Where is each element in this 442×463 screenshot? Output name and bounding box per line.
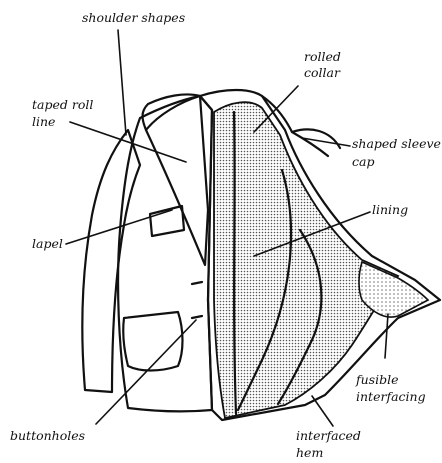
lower-pocket bbox=[123, 312, 182, 371]
label-taped-roll-line-line2: line bbox=[32, 114, 55, 129]
label-interfaced-hem-line2: hem bbox=[296, 445, 323, 460]
sleeve-cap bbox=[292, 129, 340, 148]
buttonhole-2 bbox=[192, 316, 202, 318]
label-fusible-interfacing-line2: interfacing bbox=[356, 389, 426, 404]
leader-interfaced-hem bbox=[312, 396, 333, 426]
leader-taped-roll-line bbox=[70, 122, 186, 162]
label-shaped-sleeve-cap-line2: cap bbox=[352, 154, 374, 169]
label-rolled-collar-line2: collar bbox=[304, 65, 341, 80]
label-lining: lining bbox=[372, 202, 408, 217]
breast-pocket bbox=[150, 206, 184, 236]
label-fusible-interfacing-line1: fusible bbox=[355, 372, 399, 387]
leader-fusible-interfacing bbox=[385, 314, 388, 358]
label-interfaced-hem-line1: interfaced bbox=[296, 428, 361, 443]
left-sleeve bbox=[82, 130, 140, 392]
label-rolled-collar-line1: rolled bbox=[304, 49, 341, 64]
buttonhole-1 bbox=[192, 282, 202, 284]
lapel-shape bbox=[146, 96, 208, 265]
label-taped-roll-line-line1: taped roll bbox=[32, 97, 93, 112]
leader-buttonholes bbox=[96, 320, 196, 424]
label-shaped-sleeve-cap-line1: shaped sleeve bbox=[352, 136, 441, 151]
leader-shoulder-shapes bbox=[118, 30, 126, 135]
label-lapel: lapel bbox=[32, 236, 63, 251]
label-buttonholes: buttonholes bbox=[10, 428, 85, 443]
label-shoulder-shapes: shoulder shapes bbox=[82, 10, 185, 25]
